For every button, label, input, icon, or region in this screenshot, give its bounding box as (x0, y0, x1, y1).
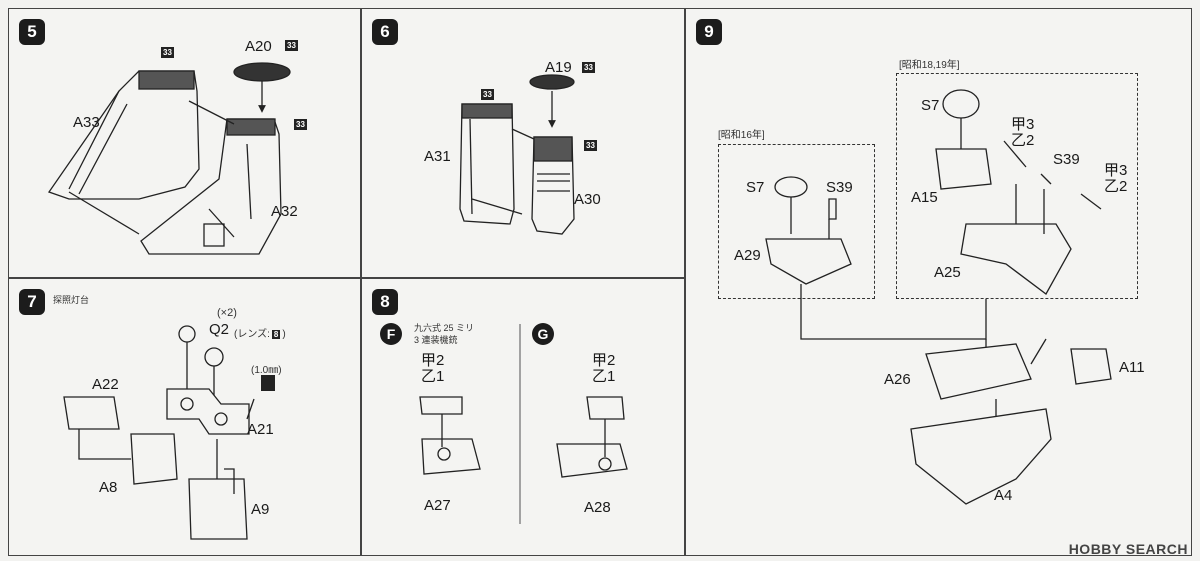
label-a33: A33 (73, 114, 100, 131)
g-label-otsu1: 乙1 (592, 368, 616, 385)
label-a11: A11 (1119, 359, 1145, 376)
sub-step-f: F (380, 323, 402, 345)
label-s7: S7 (921, 97, 940, 114)
f-label-otsu1: 乙1 (421, 368, 445, 385)
lens-note-label: (レンズ: (234, 329, 270, 340)
step-7-drawing (63, 325, 255, 540)
label-a32: A32 (271, 203, 298, 220)
drill-size: (1.0㎜) (251, 365, 282, 376)
step-5-drawing (47, 62, 291, 255)
sub-step-g: G (532, 323, 554, 345)
badge-33: 33 (285, 40, 298, 51)
label-a8: A8 (99, 479, 118, 496)
step-6-panel: 6 A19 33 33 33 A31 A30 (361, 8, 685, 278)
quantity-note: (×2) (217, 307, 237, 319)
lens-note-end: ) (282, 329, 286, 340)
step-number: 9 (696, 19, 722, 45)
g-label-ko2: 甲2 (592, 352, 616, 369)
step-6-drawing (459, 74, 575, 235)
showa16-box (718, 144, 875, 299)
label-a25: A25 (934, 264, 961, 281)
label-a27: A27 (424, 497, 451, 514)
step-number: 5 (19, 19, 45, 45)
label-a20: A20 (245, 38, 272, 55)
step-8-drawing (419, 324, 628, 524)
badge-33: 33 (584, 140, 597, 151)
step-9-panel: 9 [昭和16年] [昭和18,19年] S7 S39 (685, 8, 1192, 556)
watermark: HOBBY SEARCH (1068, 541, 1188, 557)
label-a9: A9 (251, 501, 270, 518)
step-9-drawing (765, 89, 1112, 505)
badge-8: 8 (271, 330, 281, 339)
step-8-panel: 8 F G 九六式 25 ミリ 3 連装機銃 甲2 乙1 甲2 乙1 A27 A… (361, 278, 685, 556)
step-5-panel: 5 A20 33 33 33 A33 A32 (8, 8, 361, 278)
drill-icon (261, 375, 275, 391)
label-ko3: 甲3 (1011, 116, 1035, 133)
label-s7: S7 (746, 179, 765, 196)
lens-note: (レンズ:8) (234, 325, 286, 340)
label-a28: A28 (584, 499, 611, 516)
label-q2: Q2 (209, 321, 230, 338)
label-a22: A22 (92, 376, 119, 393)
step-number: 8 (372, 289, 398, 315)
label-a30: A30 (574, 191, 601, 208)
badge-33: 33 (582, 62, 595, 73)
badge-33: 33 (294, 119, 307, 130)
label-a4: A4 (994, 487, 1013, 504)
label-s39: S39 (1053, 151, 1080, 168)
label-a26: A26 (884, 371, 911, 388)
f-caption-2: 3 連装機銃 (414, 335, 458, 345)
label-otsu2: 乙2 (1011, 132, 1035, 149)
f-label-ko2: 甲2 (421, 352, 445, 369)
badge-33: 33 (481, 89, 494, 100)
label-ko3: 甲3 (1104, 162, 1128, 179)
step-number: 6 (372, 19, 398, 45)
step-number: 7 (19, 289, 45, 315)
label-otsu2: 乙2 (1104, 178, 1128, 195)
label-a19: A19 (545, 59, 572, 76)
step-caption: 探照灯台 (53, 295, 90, 305)
label-a21: A21 (247, 421, 274, 438)
label-s39: S39 (826, 179, 853, 196)
era-label-showa18-19: [昭和18,19年] (899, 60, 960, 71)
label-a15: A15 (911, 189, 938, 206)
showa18-box (896, 73, 1138, 299)
label-a29: A29 (734, 247, 761, 264)
era-label-showa16: [昭和16年] (718, 130, 765, 141)
f-caption-1: 九六式 25 ミリ (414, 323, 475, 333)
step-7-panel: 7 探照灯台 (×2) Q2 (レンズ:8) (1.0㎜) A22 A21 A8… (8, 278, 361, 556)
label-a31: A31 (424, 148, 451, 165)
badge-33: 33 (161, 47, 174, 58)
